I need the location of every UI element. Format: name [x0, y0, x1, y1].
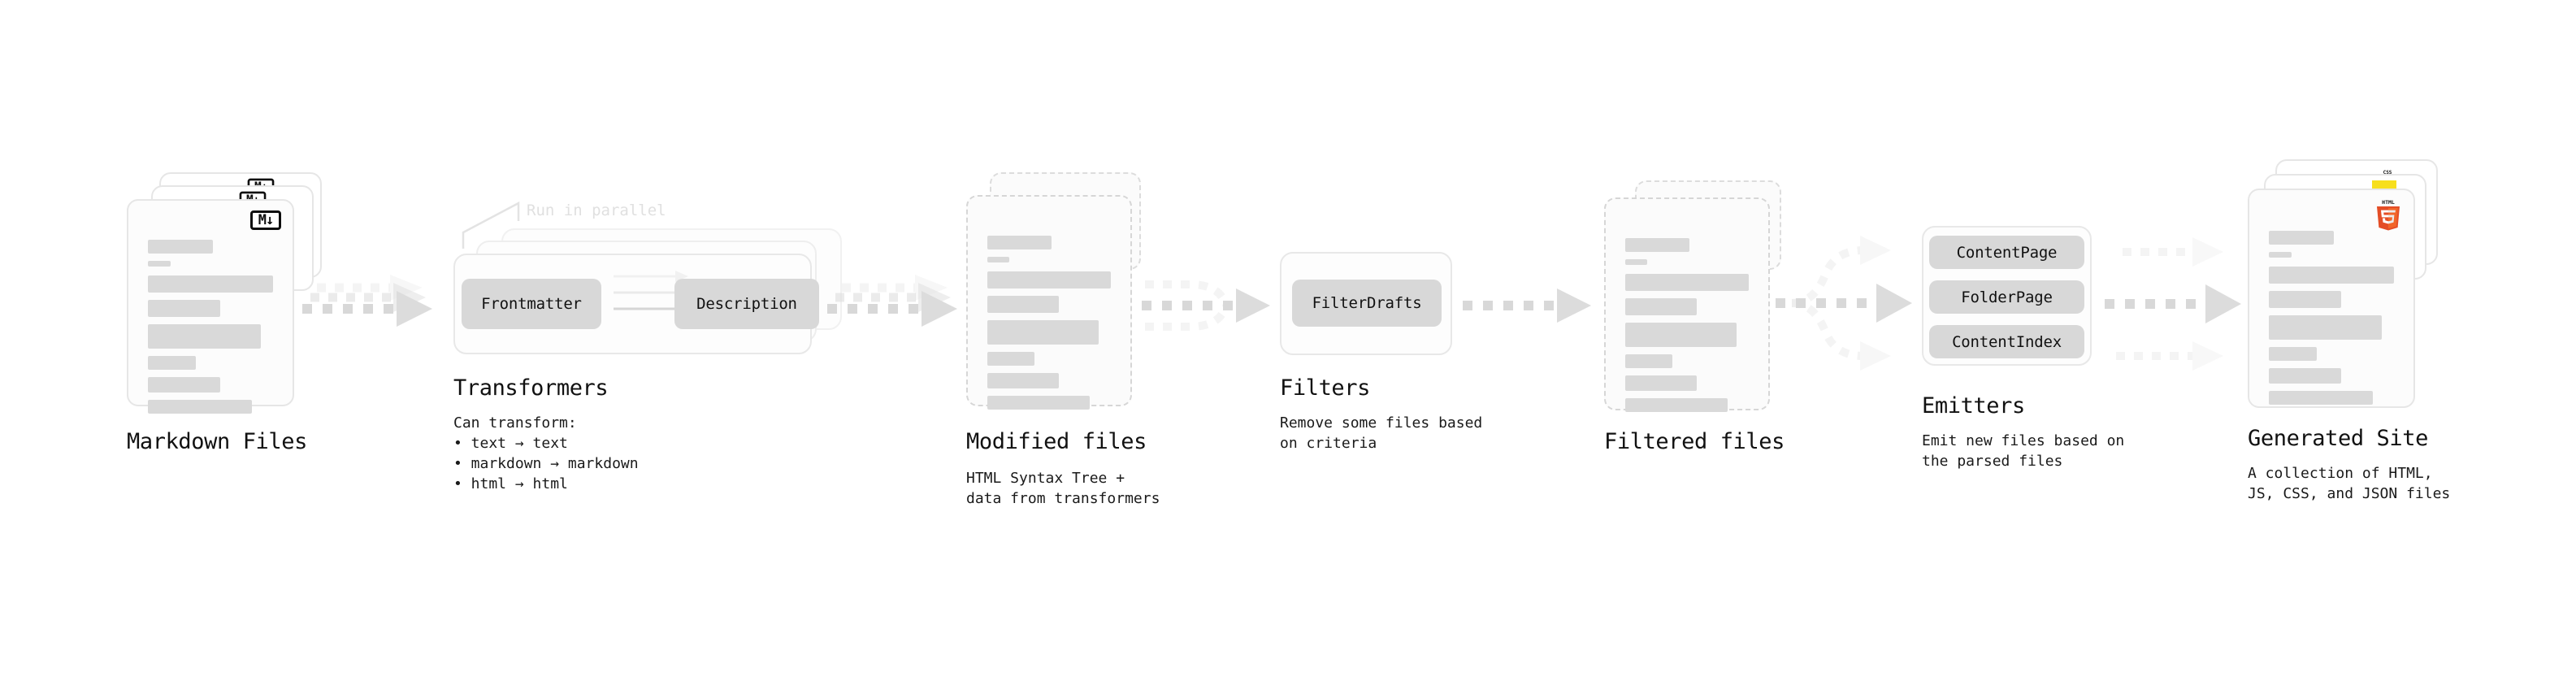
filters-chip-filterdrafts[interactable]: FilterDrafts	[1292, 280, 1442, 327]
arrow-transformers-to-modified	[827, 273, 957, 335]
generated-site-title: Generated Site	[2248, 426, 2428, 451]
arrow-filters-to-filtered	[1463, 286, 1593, 325]
filters-title: Filters	[1280, 375, 1370, 401]
modified-skeleton-lines	[987, 236, 1111, 410]
markdown-skeleton-lines	[148, 240, 273, 414]
filtered-skeleton-lines	[1625, 238, 1749, 412]
arrow-emitters-to-site	[2105, 236, 2248, 372]
transformers-subtitle: Can transform: • text → text • markdown …	[453, 414, 639, 492]
modified-files-subtitle: HTML Syntax Tree + data from transformer…	[966, 470, 1160, 507]
filtered-card-front	[1604, 197, 1770, 412]
transformer-chip-frontmatter[interactable]: Frontmatter	[462, 279, 601, 329]
arrow-markdown-to-transformers	[302, 273, 432, 335]
modified-card-front	[966, 195, 1132, 410]
arrow-filtered-to-emitters	[1776, 234, 1918, 372]
emitters-title: Emitters	[1922, 393, 2025, 419]
emitters-subtitle: Emit new files based on the parsed files	[1922, 432, 2125, 470]
generated-site-subtitle: A collection of HTML, JS, CSS, and JSON …	[2248, 465, 2451, 502]
markdown-badge-front: M↓	[250, 210, 281, 230]
transformer-chip-description[interactable]: Description	[674, 279, 819, 329]
emitters-chip-contentpage[interactable]: ContentPage	[1929, 236, 2084, 269]
site-card-front: HTML	[2248, 189, 2415, 408]
emitters-chip-folderpage[interactable]: FolderPage	[1929, 280, 2084, 314]
svg-text:HTML: HTML	[2382, 199, 2395, 206]
run-in-parallel-label: Run in parallel	[527, 202, 666, 219]
html5-icon: HTML	[2374, 198, 2402, 231]
modified-files-title: Modified files	[966, 429, 1147, 454]
markdown-card-front: M↓	[127, 199, 294, 414]
filters-subtitle: Remove some files based on criteria	[1280, 414, 1483, 452]
transformers-title: Transformers	[453, 375, 609, 401]
run-in-parallel-bracket	[462, 198, 559, 252]
filtered-files-title: Filtered files	[1604, 429, 1785, 454]
markdown-files-title: Markdown Files	[127, 429, 307, 454]
arrow-modified-to-filters	[1142, 273, 1272, 338]
site-skeleton-lines	[2269, 231, 2394, 405]
emitters-chip-contentindex[interactable]: ContentIndex	[1929, 325, 2084, 358]
